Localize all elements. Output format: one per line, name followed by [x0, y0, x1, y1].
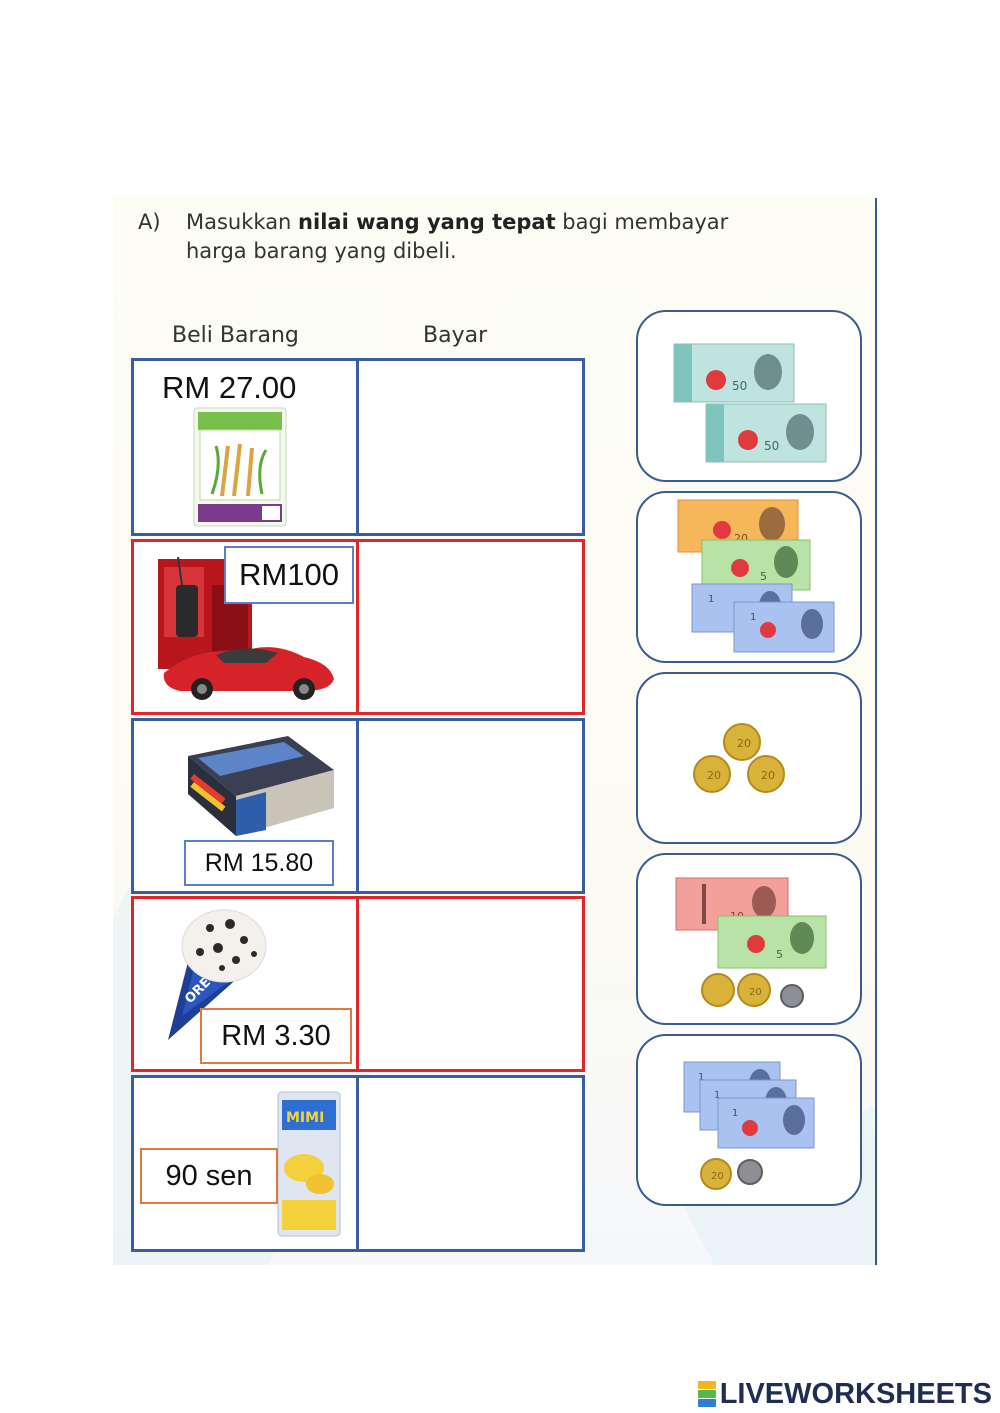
instruction-line-2: harga barang yang dibeli. — [186, 239, 457, 263]
rm1-value: 1 — [708, 594, 714, 605]
price-5: 90 sen — [140, 1148, 278, 1204]
rm1-value: 1 — [698, 1072, 704, 1083]
price-3: RM 15.80 — [184, 840, 334, 886]
coin-value: 20 — [761, 769, 775, 782]
twenty-sen-coins: 20 20 20 — [693, 723, 785, 793]
rm1-value: 1 — [714, 1090, 720, 1101]
rm5-value: 5 — [760, 570, 767, 583]
snack-pack-image: MIMI — [277, 1091, 341, 1237]
pay-cell-2[interactable] — [356, 539, 585, 715]
coin-value: 20 — [707, 769, 721, 782]
rm10-rm5-coins: 10 5 20 — [675, 877, 827, 1008]
price-2: RM100 — [224, 546, 354, 604]
pay-cell-3[interactable] — [356, 718, 585, 894]
logo-icon — [697, 1380, 716, 1409]
rm20-rm5-rm1-notes: 20 5 1 1 — [677, 499, 835, 653]
price-1: RM 27.00 — [162, 370, 297, 405]
svg-text:MIMI: MIMI — [286, 1110, 324, 1126]
pay-cell-1[interactable] — [356, 358, 585, 536]
ice-cream-image: OREO — [168, 909, 267, 1040]
header-buy: Beli Barang — [172, 323, 299, 348]
rice-bag-image — [193, 407, 287, 527]
pay-cell-4[interactable] — [356, 896, 585, 1072]
liveworksheets-logo: LIVEWORKSHEETS — [697, 1378, 992, 1411]
price-4: RM 3.30 — [200, 1008, 352, 1064]
rm50-value: 50 — [732, 379, 747, 393]
instruction-line-1: Masukkan nilai wang yang tepat bagi memb… — [186, 210, 729, 234]
coin-value: 20 — [737, 737, 751, 750]
rm50-notes: 50 50 — [673, 343, 827, 463]
pay-cell-5[interactable] — [356, 1075, 585, 1252]
rm50-value: 50 — [764, 439, 779, 453]
coin-value: 20 — [749, 987, 762, 998]
brand-name: LIVEWORKSHEETS — [719, 1378, 992, 1410]
header-pay: Bayar — [423, 323, 488, 348]
coin-value: 20 — [711, 1171, 724, 1182]
rm5-value: 5 — [776, 948, 783, 961]
rm1-notes-coins: 1 1 1 20 — [683, 1061, 815, 1190]
rm1-value: 1 — [750, 612, 756, 623]
instruction-label: A) — [138, 210, 161, 234]
margin-line — [875, 198, 877, 1265]
rm1-value: 1 — [732, 1108, 738, 1119]
pencil-box-image — [188, 736, 334, 836]
